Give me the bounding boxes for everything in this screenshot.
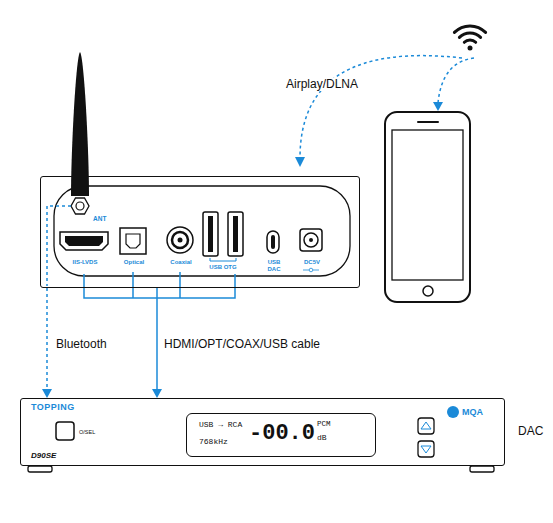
- antenna: [71, 52, 89, 196]
- phone-screen: [392, 130, 463, 280]
- node-text: dB: [317, 434, 327, 443]
- antenna-nut: [76, 202, 84, 210]
- arrowhead: [433, 102, 443, 111]
- lcd-display: USB → RCA 768kHz -00.0PCM dB: [186, 413, 376, 457]
- phone: [385, 112, 470, 302]
- power-button: [56, 422, 74, 440]
- node-text: USB DAC: [264, 259, 284, 272]
- node-text: 768kHz: [199, 438, 228, 447]
- hdmi-port: [65, 236, 103, 246]
- arrowhead: [295, 157, 305, 167]
- streamer-box: ANT IIS-LVDS Optical CoaxialUSB OTG USB DAC D…: [40, 176, 360, 288]
- node-text: MQA: [462, 408, 483, 418]
- node-text: Optical: [124, 259, 144, 266]
- dc-port: [309, 238, 313, 242]
- node-text: O/SEL: [79, 429, 95, 435]
- wifi-icon: [468, 46, 473, 51]
- antenna-nut: [71, 198, 89, 214]
- coaxial-port: [172, 232, 188, 248]
- mqa-logo: [447, 406, 459, 418]
- usb-port: [203, 212, 218, 256]
- dac-unit: TOPPINGO/SELD90SEMQADACUSB → RCA768kHz-0…: [20, 398, 505, 466]
- node-text: Coaxial: [170, 259, 191, 266]
- coaxial-port: [167, 227, 193, 253]
- arrowhead: [42, 389, 52, 398]
- up-arrow: [421, 422, 431, 429]
- node-text: USB OTG: [209, 264, 236, 271]
- cable-bracket: [84, 272, 235, 298]
- node-text: ANT: [93, 215, 106, 222]
- dc-port: [300, 229, 322, 251]
- up-button: [418, 418, 434, 434]
- usb-port: [233, 216, 238, 252]
- bluetooth-connector: [46, 288, 48, 390]
- arrowhead: [152, 389, 162, 398]
- edge-label: Bluetooth: [56, 338, 107, 351]
- usb-c-port: [267, 231, 279, 253]
- node-text: PCM: [317, 420, 331, 428]
- dac-foot: [470, 466, 494, 472]
- link-label: Airplay/DLNA: [284, 78, 360, 91]
- hdmi-port: [60, 232, 108, 250]
- node-text: USB → RCA: [199, 421, 242, 430]
- polarity-symbol: [303, 268, 319, 272]
- usb-port: [228, 212, 243, 256]
- edge-label: HDMI/OPT/COAX/USB cable: [164, 338, 320, 351]
- node-text: D90SE: [31, 452, 56, 461]
- dc-port: [304, 233, 318, 247]
- coaxial-port: [178, 238, 183, 243]
- down-button: [418, 441, 434, 457]
- node-text: -00.0: [249, 422, 315, 446]
- usb-bracket: [210, 258, 236, 261]
- usb-c-port: [271, 235, 275, 249]
- wireless-link: [438, 58, 474, 103]
- node-text: DAC: [518, 425, 543, 438]
- bluetooth-path: [47, 206, 71, 286]
- optical-port: [126, 234, 140, 248]
- node-text: TOPPING: [31, 403, 75, 413]
- phone-button: [423, 286, 433, 296]
- node-text: DC5V: [304, 259, 320, 266]
- panel-outline: [54, 186, 350, 276]
- cable-connector: [156, 288, 158, 390]
- dac-foot: [28, 466, 52, 472]
- down-arrow: [421, 446, 431, 453]
- phone-speaker: [418, 121, 438, 123]
- node-text: IIS-LVDS: [73, 259, 98, 266]
- usb-port: [208, 216, 213, 252]
- wifi-icon: [454, 26, 485, 42]
- optical-port: [120, 228, 146, 254]
